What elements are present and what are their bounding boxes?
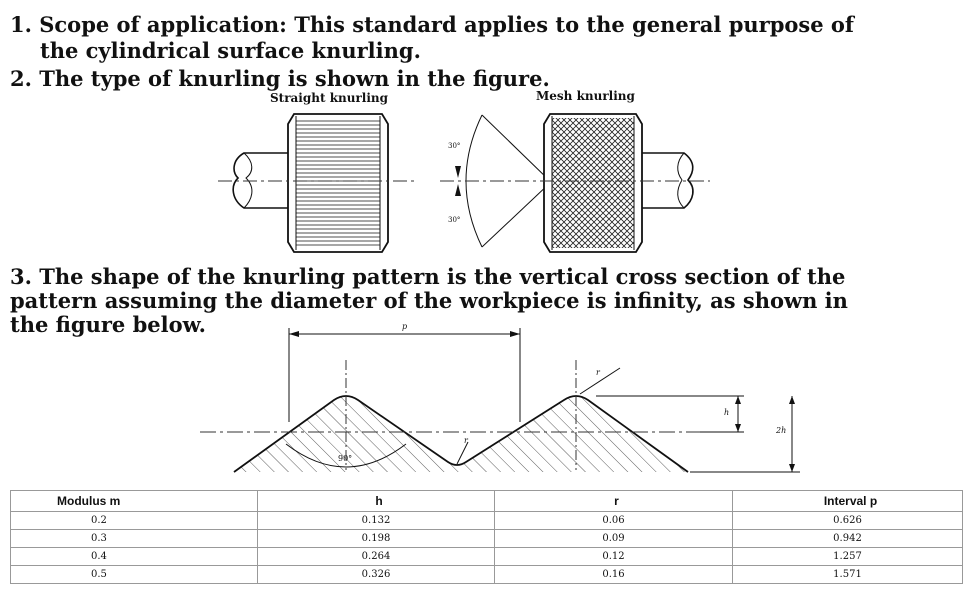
knurling-table: Modulus m h r Interval p 0.2 0.132 0.06 … xyxy=(10,490,963,584)
cell-interval: 1.257 xyxy=(732,547,963,566)
header-h: h xyxy=(257,490,495,512)
shape-line-2: pattern assuming the diameter of the wor… xyxy=(10,288,848,313)
pitch-label: p xyxy=(402,322,408,331)
peak-radius-label: r xyxy=(596,368,600,377)
angle-label-bottom: 30° xyxy=(448,216,461,224)
scope-line-1: 1. Scope of application: This standard a… xyxy=(10,12,854,37)
mesh-knurl-drawing xyxy=(440,113,710,253)
table-header-row: Modulus m h r Interval p xyxy=(10,490,963,512)
knurl-profile-figure xyxy=(200,328,800,473)
cell-modulus: 0.2 xyxy=(10,511,258,530)
cell-h: 0.132 xyxy=(257,511,495,530)
cell-r: 0.12 xyxy=(494,547,733,566)
angle-label-top: 30° xyxy=(448,142,461,150)
table-row: 0.3 0.198 0.09 0.942 xyxy=(10,529,963,548)
cell-interval: 1.571 xyxy=(732,565,963,584)
shape-line-1: 3. The shape of the knurling pattern is … xyxy=(10,264,846,289)
type-line: 2. The type of knurling is shown in the … xyxy=(10,66,550,91)
cell-modulus: 0.3 xyxy=(10,529,258,548)
cell-r: 0.06 xyxy=(494,511,733,530)
profile-drawing xyxy=(200,328,800,473)
cell-modulus: 0.4 xyxy=(10,547,258,566)
scope-line-2: the cylindrical surface knurling. xyxy=(40,38,421,63)
cell-interval: 0.942 xyxy=(732,529,963,548)
table-row: 0.5 0.326 0.16 1.571 xyxy=(10,565,963,584)
knurling-type-figure xyxy=(218,113,710,253)
shape-line-3: the figure below. xyxy=(10,312,206,337)
table-row: 0.4 0.264 0.12 1.257 xyxy=(10,547,963,566)
cell-h: 0.326 xyxy=(257,565,495,584)
table-row: 0.2 0.132 0.06 0.626 xyxy=(10,511,963,530)
cell-interval: 0.626 xyxy=(732,511,963,530)
height-label: h xyxy=(724,408,730,417)
header-modulus: Modulus m xyxy=(10,490,258,512)
header-r: r xyxy=(494,490,733,512)
mesh-knurling-caption: Mesh knurling xyxy=(536,89,635,103)
cell-h: 0.198 xyxy=(257,529,495,548)
cell-r: 0.16 xyxy=(494,565,733,584)
cell-h: 0.264 xyxy=(257,547,495,566)
cell-r: 0.09 xyxy=(494,529,733,548)
straight-knurl-drawing xyxy=(218,113,418,253)
cell-modulus: 0.5 xyxy=(10,565,258,584)
header-interval: Interval p xyxy=(732,490,963,512)
angle-90-label: 90° xyxy=(338,454,353,463)
double-height-label: 2h xyxy=(776,426,787,435)
straight-knurling-caption: Straight knurling xyxy=(270,91,389,105)
valley-radius-label: r xyxy=(464,436,468,445)
